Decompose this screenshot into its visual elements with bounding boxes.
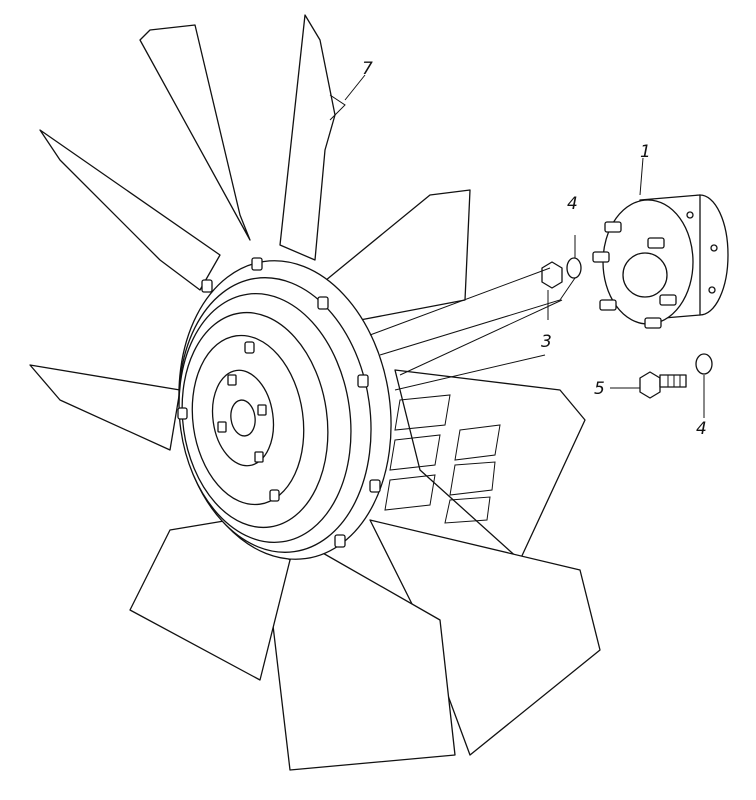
hub-lug [357, 374, 369, 388]
hub-lug [244, 341, 255, 354]
hub-lug [177, 407, 188, 420]
callout-5: 5 [594, 379, 605, 399]
hub-center-bore [230, 399, 256, 437]
fan-hub [177, 257, 392, 560]
hub-lug [317, 296, 329, 310]
fan-blade-right [394, 369, 586, 561]
pulley-hole [710, 244, 718, 252]
hub-stud [257, 404, 267, 416]
pulley-stud [659, 294, 677, 306]
callout-3: 3 [541, 332, 552, 352]
hub-lug [269, 489, 280, 502]
fan-blade-left [29, 364, 181, 451]
fan-blade-top-fold [329, 94, 346, 121]
fan-blade-top [279, 14, 336, 261]
callout-4-upper: 4 [567, 194, 578, 214]
washer-lower [695, 353, 713, 375]
pulley-hole [686, 211, 694, 219]
hub-lug [369, 479, 381, 493]
pulley-stud [599, 299, 617, 311]
callouts: 7 1 4 3 5 4 [362, 59, 707, 439]
hub-stud [254, 451, 264, 463]
hub-stud [227, 374, 237, 386]
fan-blades [29, 14, 601, 771]
callout-7: 7 [362, 59, 373, 79]
hub-lug [251, 257, 263, 271]
pulley-hub [592, 194, 729, 329]
hub-lug [334, 534, 346, 548]
callout-4-lower: 4 [696, 419, 707, 439]
nut [541, 261, 563, 289]
pulley-stud [647, 237, 665, 249]
fan-blade-top-left [139, 24, 251, 241]
leader-lines [344, 74, 705, 418]
fan-blade-upper-left [39, 129, 221, 291]
logo-watermark [384, 394, 501, 524]
hub-stud [217, 421, 227, 433]
callout-1: 1 [640, 142, 651, 162]
bolt [639, 371, 687, 399]
pulley-bore [622, 252, 668, 298]
washer-upper [566, 257, 582, 279]
pulley-stud [592, 251, 610, 263]
hub-lug [201, 279, 213, 293]
pulley-hole [708, 286, 716, 294]
pulley-stud [604, 221, 622, 233]
pulley-stud [644, 317, 662, 329]
